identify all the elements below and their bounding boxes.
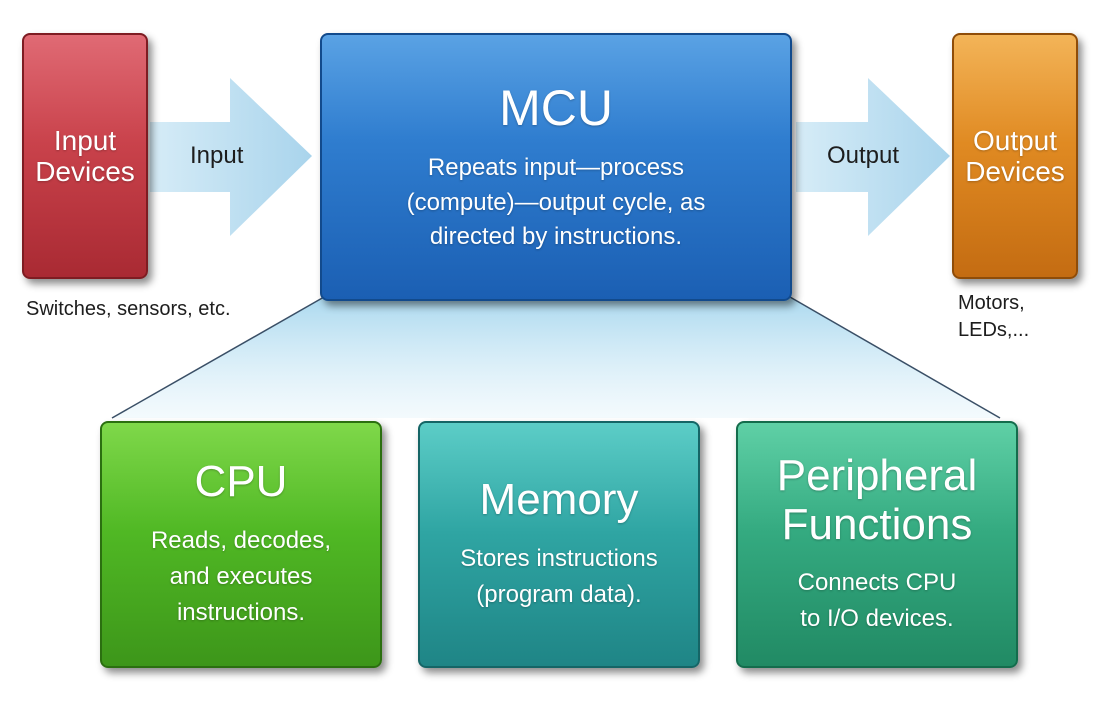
mcu-box: MCU Repeats input—process (compute)—outp… bbox=[320, 33, 792, 301]
output-caption-line2: LEDs,... bbox=[958, 319, 1030, 341]
peripheral-title: Peripheral Functions bbox=[776, 451, 978, 549]
peripheral-desc-line1: Connects CPU bbox=[797, 568, 957, 596]
output-arrow bbox=[796, 78, 950, 236]
mcu-desc-line1: Repeats input—process bbox=[427, 153, 685, 181]
memory-description: Stores instructions (program data). bbox=[460, 541, 657, 613]
input-arrow bbox=[150, 78, 312, 236]
peripheral-desc-line2: to I/O devices. bbox=[800, 604, 954, 632]
cpu-desc-line3: instructions. bbox=[176, 598, 306, 626]
fan-left-edge bbox=[111, 296, 325, 419]
input-devices-box: Input Devices bbox=[22, 33, 148, 279]
cpu-desc-line2: and executes bbox=[169, 562, 313, 590]
peripheral-description: Connects CPU to I/O devices. bbox=[798, 565, 957, 637]
peripheral-title-line1: Peripheral bbox=[776, 451, 978, 501]
expansion-fan bbox=[112, 297, 1000, 418]
input-devices-label-line1: Input bbox=[53, 124, 117, 156]
input-devices-caption: Switches, sensors, etc. bbox=[26, 298, 231, 320]
memory-desc-line1: Stores instructions bbox=[460, 544, 658, 572]
cpu-description: Reads, decodes, and executes instruction… bbox=[151, 523, 331, 631]
peripheral-functions-box: Peripheral Functions Connects CPU to I/O… bbox=[736, 421, 1018, 668]
cpu-box: CPU Reads, decodes, and executes instruc… bbox=[100, 421, 382, 668]
mcu-desc-line2: (compute)—output cycle, as bbox=[406, 188, 706, 216]
fan-right-edge bbox=[789, 296, 1001, 419]
memory-desc-line2: (program data). bbox=[476, 580, 642, 608]
input-arrow-label: Input bbox=[190, 142, 244, 169]
peripheral-title-line2: Functions bbox=[781, 499, 973, 549]
cpu-desc-line1: Reads, decodes, bbox=[150, 526, 332, 554]
output-arrow-label: Output bbox=[827, 142, 900, 169]
input-devices-label-line2: Devices bbox=[35, 156, 135, 187]
output-devices-box: Output Devices bbox=[952, 33, 1078, 279]
output-devices-label-line2: Devices bbox=[965, 156, 1065, 187]
cpu-title: CPU bbox=[194, 457, 288, 507]
mcu-desc-line3: directed by instructions. bbox=[429, 223, 683, 251]
output-caption-line1: Motors, bbox=[958, 292, 1025, 314]
output-devices-caption: Motors, LEDs,... bbox=[958, 290, 1029, 344]
memory-box: Memory Stores instructions (program data… bbox=[418, 421, 700, 668]
mcu-description: Repeats input—process (compute)—output c… bbox=[407, 151, 706, 255]
mcu-title: MCU bbox=[499, 79, 613, 136]
output-devices-label-line1: Output bbox=[972, 124, 1058, 156]
memory-title: Memory bbox=[479, 475, 639, 525]
